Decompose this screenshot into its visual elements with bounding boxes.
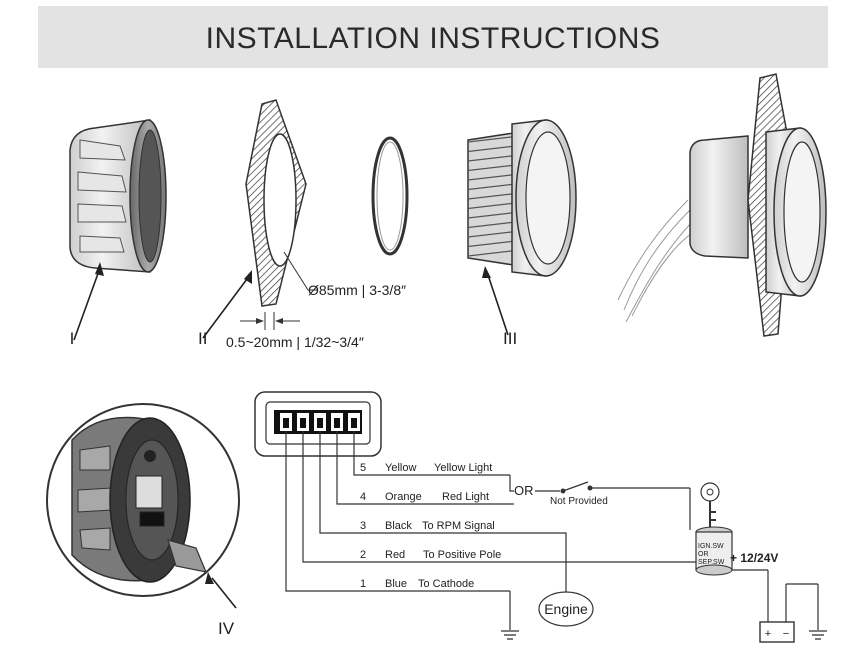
wire-3-to-engine [510,532,567,592]
wire-color: Orange [385,491,422,503]
wire-3 [319,431,510,534]
battery-minus: − [783,628,789,640]
wiring-connector [254,391,382,457]
part-panel [202,99,318,339]
ignition-line-2: OR [698,551,709,558]
wire-1 [285,431,510,592]
wire-color: Black [385,520,412,532]
wire-color: Red [385,549,405,561]
wire-function: To Positive Pole [423,549,501,561]
switch-note: Not Provided [550,496,608,507]
part-label-ii: II [198,329,207,348]
engine-label: Engine [544,601,588,617]
connector-pin-socket [317,418,323,428]
o-ring [371,136,409,256]
wire-color: Yellow [385,462,416,474]
ignition-switch [695,526,733,576]
panel-thickness-label: 0.5~20mm | 1/32~3/4″ [226,334,364,350]
part-bezel [69,119,167,341]
wire-color: Blue [385,578,407,590]
battery-plus: + [765,628,771,640]
ignition-line-1: IGN.SW [698,543,724,550]
wire-function: Yellow Light [434,462,492,474]
connector-pin-socket [351,418,357,428]
part-label-i: I [70,329,75,348]
part-label-iv: IV [218,619,235,638]
battery-icon [732,569,819,643]
wire-4 [336,431,510,505]
key-icon [700,482,720,528]
wire-5 [353,431,510,476]
connector-pin-socket [300,418,306,428]
wire-function: To Cathode [418,578,474,590]
voltage-label: + 12/24V [730,551,778,565]
wire-2 [302,431,510,563]
ground-icon [501,595,519,640]
hole-diameter-label: Ø85mm | 3-3/8″ [308,282,406,298]
switch-symbol [535,481,691,530]
or-label: OR [514,483,534,498]
assembled-gauge [617,73,827,337]
wire-pin-number: 2 [360,549,366,561]
connector-pin-socket [283,418,289,428]
connector-pin-socket [334,418,340,428]
wire-pin-number: 3 [360,520,366,532]
part-label-iii: III [503,329,517,348]
wire-pin-number: 1 [360,578,366,590]
ignition-line-3: SEP.SW [698,559,725,566]
title-banner: INSTALLATION INSTRUCTIONS [38,6,828,68]
part-threaded-nut [467,119,577,336]
wire-function: To RPM Signal [422,520,495,532]
wire-function: Red Light [442,491,489,503]
connector-closeup [46,403,240,609]
ground-icon [809,630,827,640]
wire-pin-number: 4 [360,491,366,503]
engine-symbol [538,591,594,627]
wire-pin-number: 5 [360,462,366,474]
wire-5-to-switch [509,475,514,492]
page-title: INSTALLATION INSTRUCTIONS [205,22,661,55]
